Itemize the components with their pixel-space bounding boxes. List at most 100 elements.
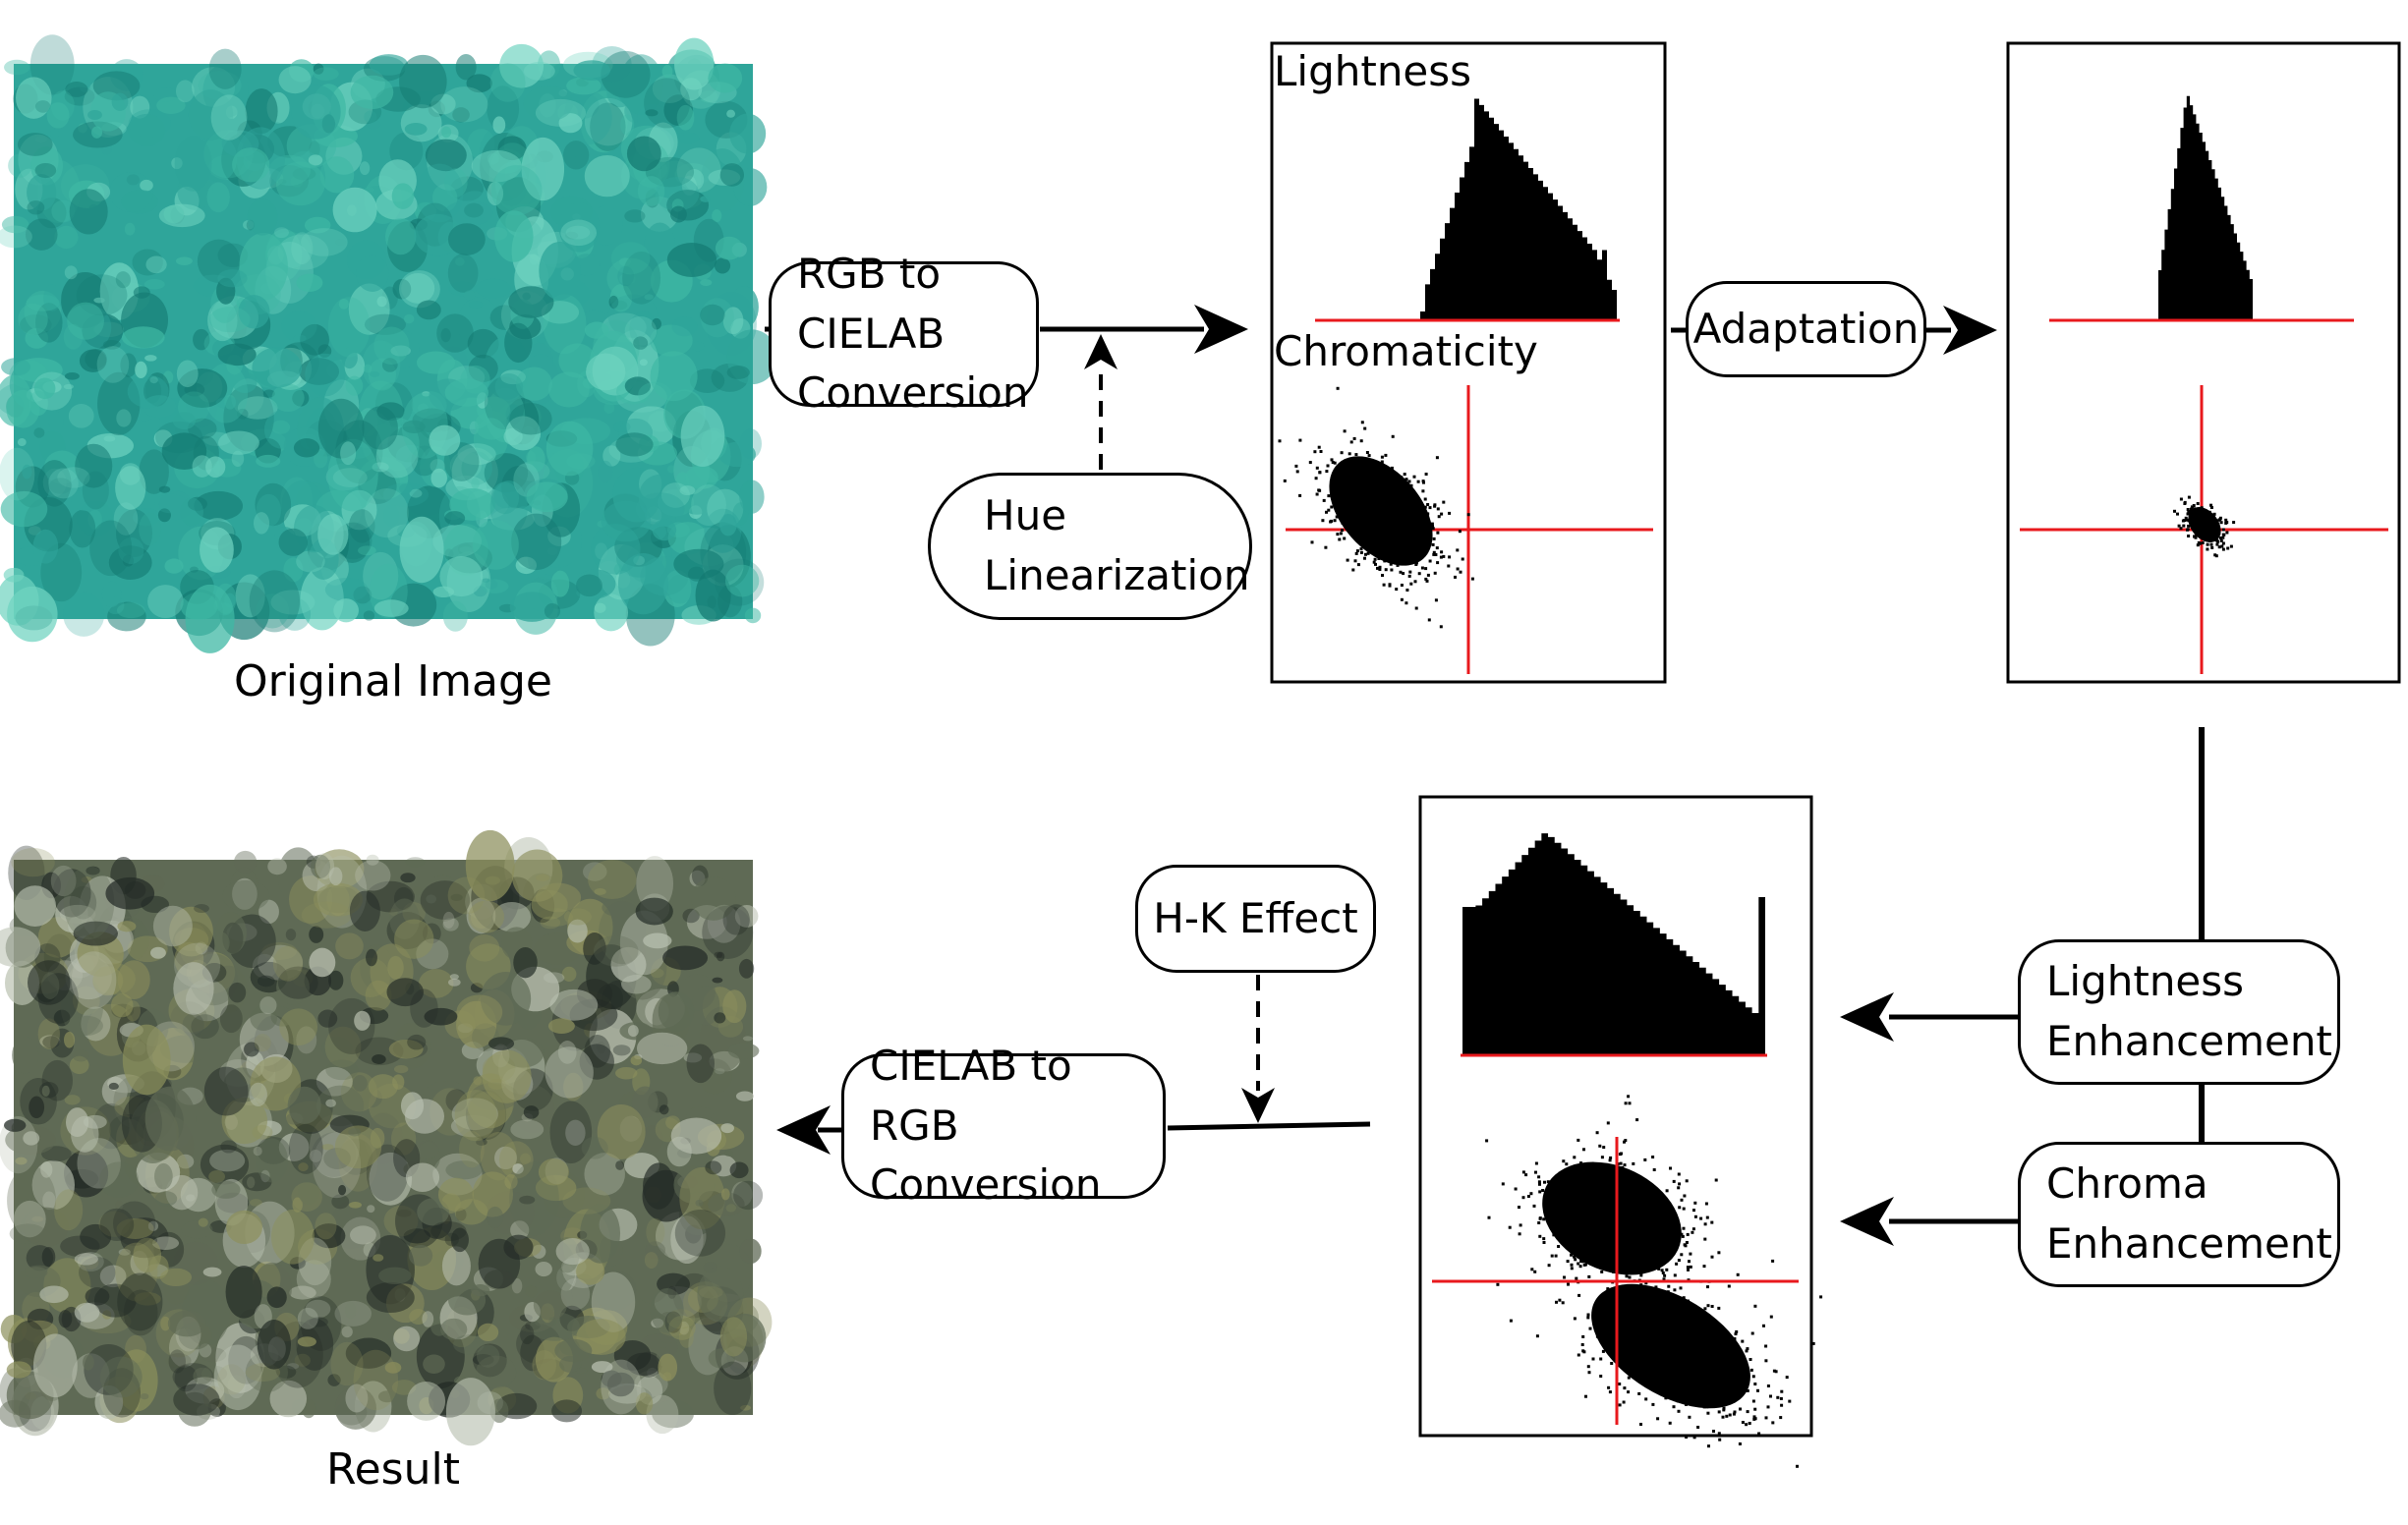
original-image-texture xyxy=(362,340,401,390)
panel1-chromaticity-point xyxy=(1433,571,1437,575)
panel3-chromaticity-point xyxy=(1769,1315,1773,1319)
original-image-texture xyxy=(677,132,700,144)
result-image-texture xyxy=(147,1220,159,1231)
original-image-texture xyxy=(376,296,387,308)
panel3-chromaticity-point xyxy=(1610,1362,1614,1365)
result-image-texture xyxy=(366,948,377,967)
panel3-chromaticity-point xyxy=(1774,1370,1778,1374)
result-image-texture xyxy=(471,1284,490,1297)
result-image-texture xyxy=(136,1152,181,1193)
panel1-chromaticity-point xyxy=(1359,547,1363,551)
panel2-chromaticity-point xyxy=(2179,527,2183,531)
original-image-texture xyxy=(637,176,665,206)
panel3-chromaticity-point xyxy=(1771,1421,1775,1425)
panel3-chromaticity-point xyxy=(1665,1268,1669,1271)
result-image-texture xyxy=(13,1200,46,1238)
panel3-chromaticity-point xyxy=(1673,1273,1677,1277)
original-image-texture xyxy=(50,90,75,121)
original-image-texture xyxy=(48,468,79,499)
result-image-texture xyxy=(561,966,577,982)
result-image-texture xyxy=(451,1098,498,1131)
panel3-chromaticity-point xyxy=(1607,1385,1611,1389)
arrowhead-hue xyxy=(1084,334,1118,369)
original-image-texture xyxy=(364,313,407,335)
panel1-chromaticity-point xyxy=(1459,570,1462,574)
result-image-texture xyxy=(348,1127,362,1137)
panel3-chromaticity-point xyxy=(1577,1353,1580,1357)
original-image-texture xyxy=(679,485,696,496)
original-image-texture xyxy=(232,147,270,183)
panel1-chromaticity-point xyxy=(1416,480,1420,483)
panel3-chromaticity-point xyxy=(1627,1390,1631,1394)
original-image-texture xyxy=(666,243,717,277)
panel3-chromaticity-point xyxy=(1728,1413,1732,1417)
original-image-texture xyxy=(684,168,705,191)
original-image-texture xyxy=(116,409,132,427)
panel1-chromaticity-point xyxy=(1402,572,1405,576)
original-image-texture xyxy=(422,391,430,397)
result-image-texture xyxy=(545,1046,594,1099)
original-image-texture xyxy=(515,556,538,575)
original-image-texture xyxy=(391,183,415,209)
panel3-chromaticity-point xyxy=(1586,1316,1590,1320)
original-image-texture xyxy=(545,421,594,477)
panel3-chromaticity-point xyxy=(1692,1436,1696,1440)
result-image-texture xyxy=(493,1146,517,1170)
adaptation-label: Adaptation xyxy=(1692,304,1920,353)
panel3-chromaticity-point xyxy=(1756,1388,1759,1392)
original-image-texture xyxy=(296,273,323,292)
panel3-chromaticity-point xyxy=(1599,1375,1603,1378)
panel1-chromaticity-point xyxy=(1466,513,1470,517)
result-image-texture xyxy=(584,1153,625,1196)
result-image-texture xyxy=(64,1150,109,1198)
result-image-texture xyxy=(200,1144,250,1185)
result-image-texture xyxy=(37,973,79,1024)
result-image-texture xyxy=(355,1037,404,1066)
original-image-texture xyxy=(46,102,70,129)
panel3-chromaticity-point xyxy=(1686,1266,1690,1270)
result-image-texture xyxy=(535,1261,552,1277)
original-image-texture xyxy=(430,468,447,488)
original-image-texture xyxy=(32,529,59,564)
original-image-texture xyxy=(278,597,312,631)
result-image-texture xyxy=(419,969,454,998)
panel2-chromaticity-point xyxy=(2214,554,2218,558)
original-image-texture xyxy=(521,137,565,201)
panel1-chromaticity-point xyxy=(1426,573,1430,577)
result-image-texture xyxy=(279,1008,317,1046)
result-image-texture xyxy=(615,1066,638,1080)
result-image-texture xyxy=(686,1044,716,1084)
result-image-texture xyxy=(117,960,150,1000)
original-image-texture xyxy=(508,286,554,318)
result-image-texture xyxy=(202,1267,222,1277)
result-image-texture xyxy=(325,1059,359,1081)
result-image-texture xyxy=(674,1210,726,1257)
panel3-chromaticity-point xyxy=(1776,1395,1780,1399)
result-image-texture xyxy=(125,1000,141,1022)
original-image-texture xyxy=(539,242,581,301)
panel3-chromaticity-point xyxy=(1562,1159,1566,1163)
panel1-chromaticity-point xyxy=(1439,555,1443,559)
panel1-chromaticity-point xyxy=(1360,421,1364,424)
panel3-chromaticity-point xyxy=(1746,1347,1749,1351)
panel1-chromaticity-point xyxy=(1440,550,1444,554)
panel3-chromaticity-point xyxy=(1624,1139,1628,1143)
result-image-texture xyxy=(409,1244,433,1267)
result-image-texture xyxy=(341,1326,353,1338)
original-image-texture xyxy=(170,144,198,178)
panel2-chromaticity-point-core xyxy=(2188,506,2221,543)
result-image-texture xyxy=(467,1091,506,1138)
result-image-texture xyxy=(116,1217,154,1239)
panel3-chromaticity-point xyxy=(1725,1414,1729,1418)
panel2-chromaticity-point xyxy=(2219,537,2222,539)
panel1-chromaticity-point xyxy=(1389,562,1393,566)
result-image-texture xyxy=(720,1394,736,1415)
panel1-chromaticity-point xyxy=(1424,473,1428,476)
original-image-texture xyxy=(718,441,757,468)
panel3-chromaticity-point xyxy=(1675,1262,1679,1266)
original-image-texture xyxy=(364,110,377,124)
result-image-texture xyxy=(297,1336,316,1347)
panel3-chromaticity-point xyxy=(1699,1216,1703,1220)
panel3-chromaticity-point xyxy=(1717,1251,1721,1255)
